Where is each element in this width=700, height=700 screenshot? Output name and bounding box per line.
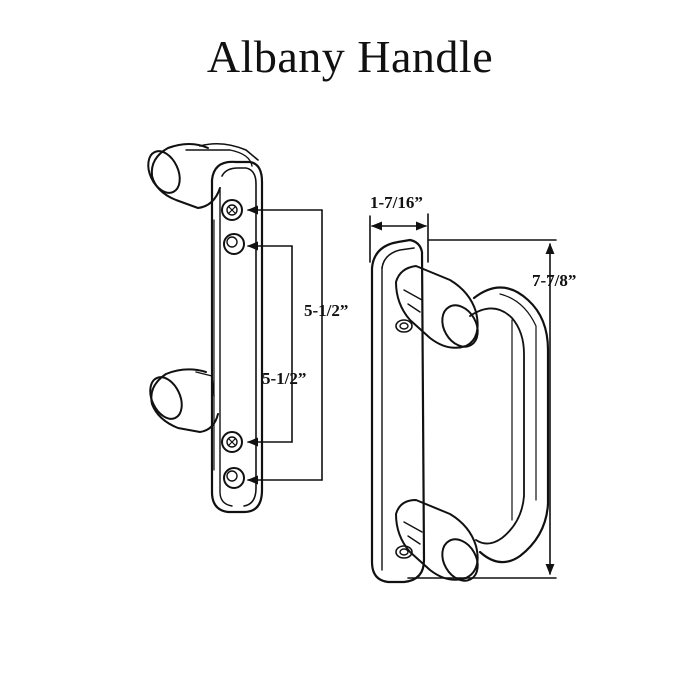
left-handle-backplate [147,142,264,514]
right-height-dimension-label: 7-7/8” [532,271,576,290]
right-width-dimension-label: 1-7/16” [370,193,423,212]
left-inner-dimension: 5-1/2” [246,241,306,447]
left-inner-dimension-label: 5-1/2” [262,369,306,388]
right-handle-pull [370,238,550,584]
left-outer-dimension: 5-1/2” [246,205,348,485]
right-height-dimension: 7-7/8” [407,239,576,579]
left-outer-dimension-label: 5-1/2” [304,301,348,320]
right-width-dimension: 1-7/16” [369,193,429,263]
diagram-title: Albany Handle [206,31,494,82]
